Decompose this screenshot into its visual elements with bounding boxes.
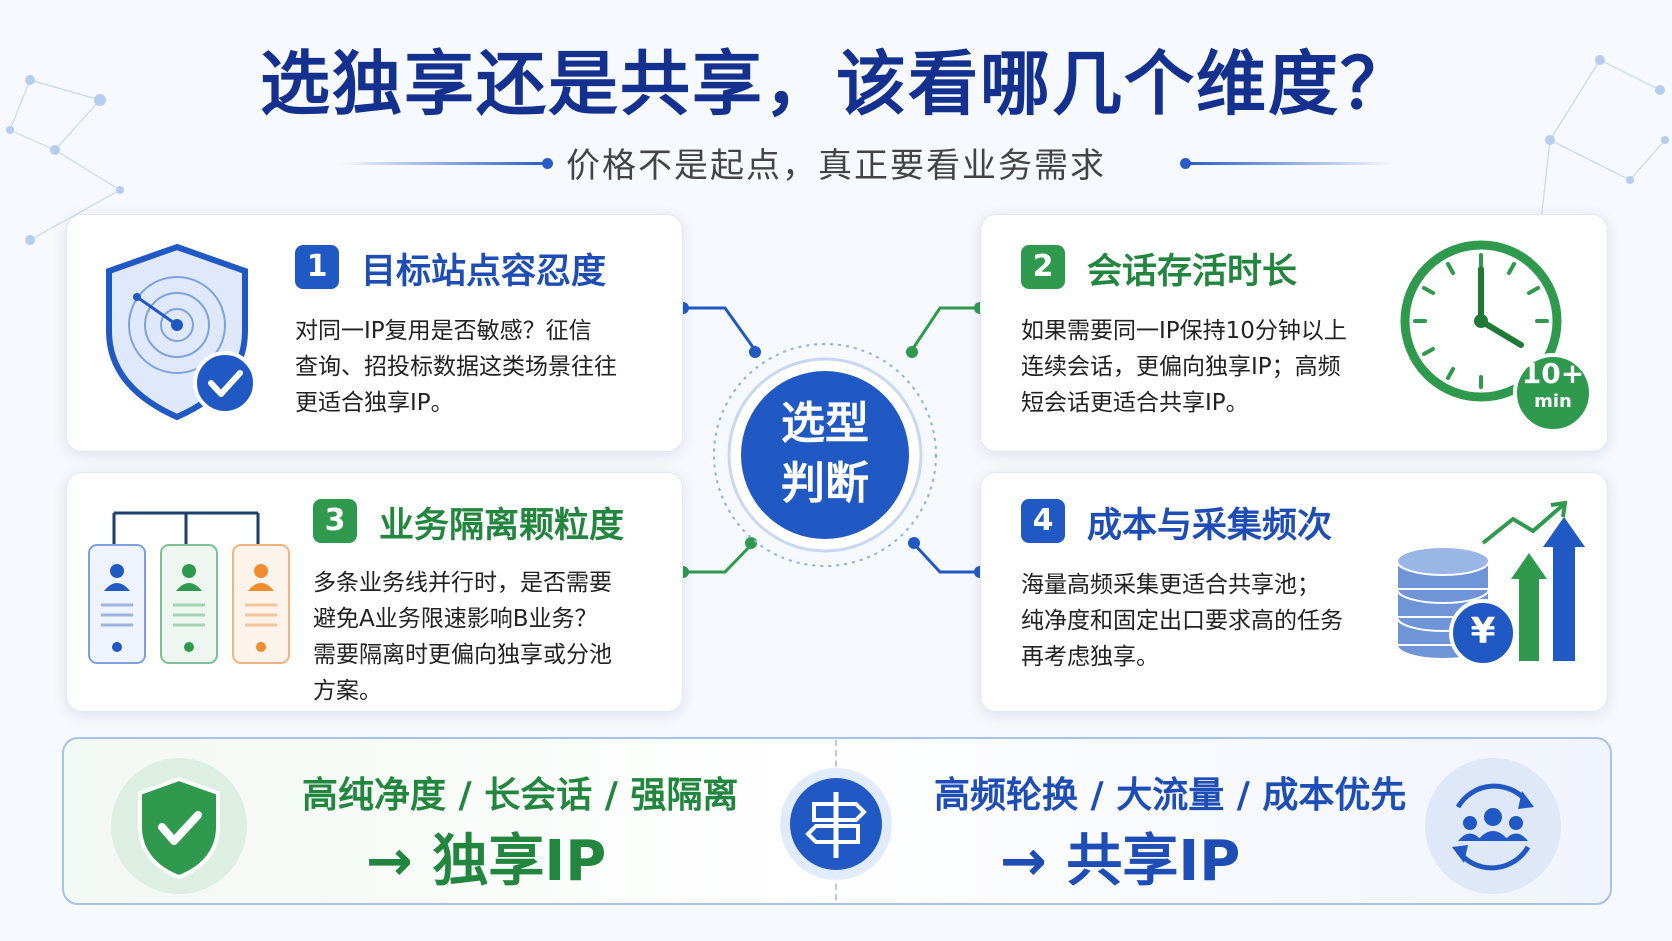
card-description: 海量高频采集更适合共享池； 纯净度和固定出口要求高的任务 再考虑独享。 — [1021, 567, 1343, 675]
subtitle-left-dot — [542, 158, 553, 169]
card-text-line: 如果需要同一IP保持10分钟以上 — [1021, 318, 1347, 344]
card-business-isolation: 3 业务隔离颗粒度 多条业务线并行时，是否需要 避免A业务限速影响B业务？ 需要… — [66, 472, 683, 712]
card-number: 1 — [295, 245, 339, 289]
subtitle-left-line — [340, 162, 545, 165]
card-text-line: 再考虑独享。 — [1021, 644, 1159, 670]
page-title: 选独享还是共享，该看哪几个维度？ — [260, 43, 1412, 125]
card-text-line: 纯净度和固定出口要求高的任务 — [1021, 608, 1343, 634]
conclusion-divider — [835, 740, 837, 900]
card-number: 4 — [1021, 499, 1065, 543]
exclusive-ip-result: → 独享IP — [366, 829, 607, 894]
page-subtitle: 价格不是起点，真正要看业务需求 — [566, 146, 1106, 186]
center-label-line2: 判断 — [781, 458, 869, 509]
subtitle-right-dot — [1180, 158, 1191, 169]
subtitle-right-line — [1188, 162, 1393, 165]
card-title: 会话存活时长 — [1087, 252, 1298, 292]
card-session-duration: 2 会话存活时长 如果需要同一IP保持10分钟以上 连续会话，更偏向独享IP；高… — [980, 214, 1608, 452]
card-text-line: 更适合独享IP。 — [295, 390, 454, 416]
card-text-line: 多条业务线并行时，是否需要 — [313, 570, 612, 596]
exclusive-criteria: 高纯净度 / 长会话 / 强隔离 — [302, 775, 739, 816]
clock-badge-unit: min — [1534, 391, 1572, 412]
clock-icon — [1400, 240, 1593, 433]
card-title: 成本与采集频次 — [1087, 506, 1333, 546]
card-text-line: 方案。 — [313, 678, 382, 704]
card-number: 2 — [1021, 245, 1065, 289]
card-text-line: 连续会话，更偏向独享IP；高频 — [1021, 354, 1341, 380]
shield-radar-check-icon — [106, 243, 257, 421]
card-text-line: 短会话更适合共享IP。 — [1021, 390, 1249, 416]
card-description: 多条业务线并行时，是否需要 避免A业务限速影响B业务？ 需要隔离时更偏向独享或分… — [313, 565, 612, 709]
card-text-line: 避免A业务限速影响B业务？ — [313, 606, 598, 632]
shared-ip-result: → 共享IP — [1000, 829, 1241, 894]
card-text-line: 海量高频采集更适合共享池； — [1021, 572, 1320, 598]
center-label-line1: 选型 — [781, 398, 869, 449]
center-rings — [713, 343, 937, 567]
card-text-line: 对同一IP复用是否敏感？征信 — [295, 318, 592, 344]
card-cost-frequency: 4 成本与采集频次 海量高频采集更适合共享池； 纯净度和固定出口要求高的任务 再… — [980, 472, 1608, 712]
card-number: 3 — [313, 499, 357, 543]
org-chart-users-icon — [88, 511, 290, 664]
coins-growth-icon — [1396, 500, 1585, 667]
card-description: 对同一IP复用是否敏感？征信 查询、招投标数据这类场景往往 更适合独享IP。 — [295, 313, 617, 421]
center-decision-node: 选型 判断 — [710, 340, 940, 570]
card-text-line: 需要隔离时更偏向独享或分池 — [313, 642, 612, 668]
card-description: 如果需要同一IP保持10分钟以上 连续会话，更偏向独享IP；高频 短会话更适合共… — [1021, 313, 1347, 421]
clock-badge-value: 10+ — [1521, 357, 1585, 390]
currency-symbol: ¥ — [1470, 611, 1496, 652]
shared-criteria: 高频轮换 / 大流量 / 成本优先 — [934, 775, 1407, 816]
card-target-site-tolerance: 1 目标站点容忍度 对同一IP复用是否敏感？征信 查询、招投标数据这类场景往往 … — [66, 214, 683, 452]
subtitle-row: 价格不是起点，真正要看业务需求 — [0, 138, 1672, 188]
card-title: 目标站点容忍度 — [361, 252, 607, 292]
card-title: 业务隔离颗粒度 — [379, 506, 625, 546]
card-text-line: 查询、招投标数据这类场景往往 — [295, 354, 617, 380]
conclusion-panel — [62, 737, 1612, 905]
